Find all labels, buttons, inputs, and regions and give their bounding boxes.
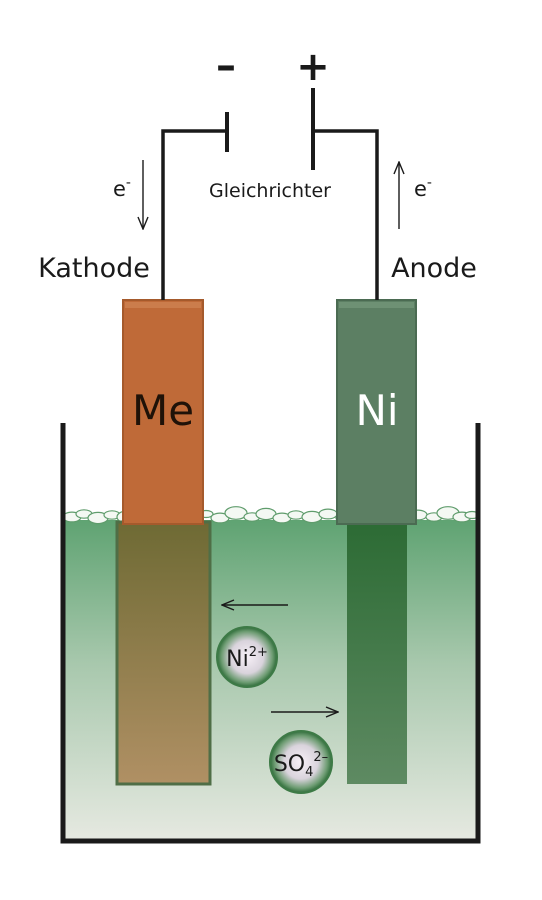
anode-material-label: Ni — [355, 386, 398, 435]
anode-label: Anode — [391, 253, 477, 284]
electron-label-right: e- — [414, 175, 432, 201]
cathode-material-label: Me — [132, 386, 194, 435]
container — [60, 423, 481, 844]
foam-bubble — [318, 508, 338, 520]
anode-electrode — [336, 299, 417, 525]
rectifier-label: Gleichrichter — [209, 180, 331, 202]
cathode-wire — [161, 129, 227, 300]
svg-text:Ni2+: Ni2+ — [226, 645, 268, 672]
plus-sign: + — [296, 44, 330, 90]
cathode-label: Kathode — [38, 253, 150, 284]
foam-bubble — [224, 506, 248, 520]
minus-sign: – — [216, 43, 236, 89]
anode-submerged — [347, 522, 407, 784]
nickel-ion: Ni2+ — [216, 626, 278, 688]
cathode-submerged — [115, 520, 212, 786]
electron-label-left: e- — [113, 175, 131, 201]
svg-text:SO42–: SO42– — [274, 750, 328, 780]
anode-wire — [313, 129, 379, 300]
cathode-electrode — [122, 299, 204, 525]
sulfate-ion: SO42– — [269, 730, 333, 794]
